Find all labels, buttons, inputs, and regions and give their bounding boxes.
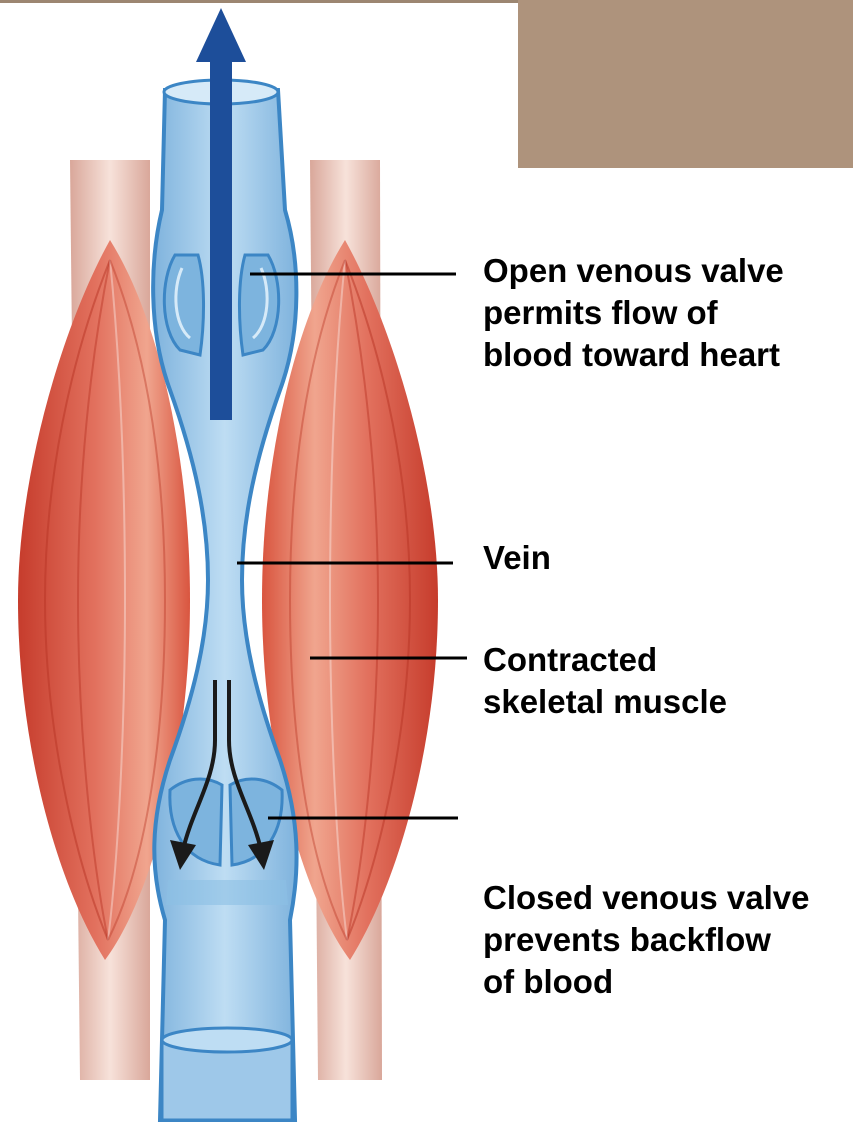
label-line: Vein — [483, 537, 551, 579]
label-line: skeletal muscle — [483, 681, 727, 723]
label-open-venous-valve: Open venous valve permits flow of blood … — [483, 250, 784, 376]
label-line: Open venous valve — [483, 250, 784, 292]
label-contracted-skeletal-muscle: Contracted skeletal muscle — [483, 639, 727, 723]
label-line: permits flow of — [483, 292, 784, 334]
label-line: prevents backflow — [483, 919, 809, 961]
label-line: of blood — [483, 961, 809, 1003]
label-vein: Vein — [483, 537, 551, 579]
label-closed-venous-valve: Closed venous valve prevents backflow of… — [483, 877, 809, 1003]
label-line: Contracted — [483, 639, 727, 681]
label-line: blood toward heart — [483, 334, 784, 376]
label-line: Closed venous valve — [483, 877, 809, 919]
corner-panel — [518, 0, 853, 168]
